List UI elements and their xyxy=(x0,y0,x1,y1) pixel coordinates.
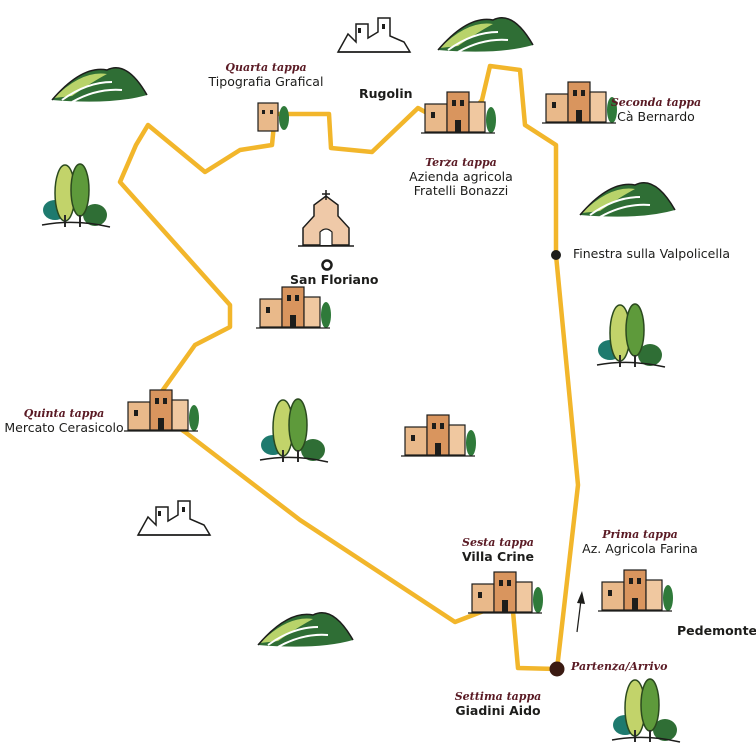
place-rugolin: Rugolin xyxy=(359,86,413,101)
farmhouse-icon xyxy=(597,569,674,612)
trees-icon xyxy=(41,163,111,228)
stop-6-stage: Sesta tappa xyxy=(462,536,534,549)
stop-7-stage: Settima tappa xyxy=(454,690,542,703)
farmhouse-icon xyxy=(420,91,497,134)
north-arrow-icon xyxy=(576,591,585,633)
stop-1-stage: Prima tappa xyxy=(602,528,678,541)
church-icon xyxy=(298,190,354,271)
stop-3-name: Azienda agricola xyxy=(409,168,513,184)
stop-3-stage: Terza tappa xyxy=(425,156,497,169)
stop-7-label: Settima tappa Giadini Aido xyxy=(440,690,556,718)
hill-icon xyxy=(437,16,534,53)
stop-1-name: Az. Agricola Farina xyxy=(582,540,698,556)
stop-2-name: Cà Bernardo xyxy=(617,108,695,124)
place-san-floriano: San Floriano xyxy=(290,272,379,287)
place-finestra: Finestra sulla Valpolicella xyxy=(573,246,730,261)
start-label: Partenza/Arrivo xyxy=(571,660,668,673)
stop-2-label: Seconda tappa Cà Bernardo xyxy=(606,96,706,124)
farmhouse-icon xyxy=(257,102,289,132)
stop-4-label: Quarta tappa Tipografia Grafical xyxy=(196,61,336,89)
farmhouse-icon xyxy=(400,414,477,457)
trees-icon xyxy=(611,678,681,743)
stop-5-stage: Quinta tappa xyxy=(23,407,105,420)
stop-4-stage: Quarta tappa xyxy=(225,61,307,74)
stop-1-label: Prima tappa Az. Agricola Farina xyxy=(582,528,698,556)
stop-5-label: Quinta tappa Mercato Cerasicolo xyxy=(2,407,126,435)
stop-4-name: Tipografia Grafical xyxy=(208,73,324,89)
viewpoint-marker xyxy=(551,250,561,260)
hill-icon xyxy=(579,181,676,218)
castle-icon xyxy=(137,500,211,536)
hill-icon xyxy=(257,611,354,648)
stop-7-name: Giadini Aido xyxy=(455,702,541,718)
place-pedemonte: Pedemonte xyxy=(677,623,756,638)
stop-3-label: Terza tappa Azienda agricola Fratelli Bo… xyxy=(398,156,524,199)
trees-icon xyxy=(259,398,329,463)
stop-2-stage: Seconda tappa xyxy=(610,96,702,109)
start-marker xyxy=(549,661,565,677)
farmhouse-icon xyxy=(467,571,544,614)
route-path xyxy=(117,63,581,672)
stop-5-name: Mercato Cerasicolo xyxy=(4,419,124,435)
hill-icon xyxy=(51,66,148,103)
trees-icon xyxy=(596,303,666,368)
farmhouse-icon xyxy=(255,286,332,329)
stop-3-name-line2: Fratelli Bonazzi xyxy=(413,183,509,199)
stop-6-label: Sesta tappa Villa Crine xyxy=(458,536,538,564)
stop-6-name: Villa Crine xyxy=(461,548,535,564)
castle-icon xyxy=(337,17,411,53)
farmhouse-icon xyxy=(123,389,200,432)
